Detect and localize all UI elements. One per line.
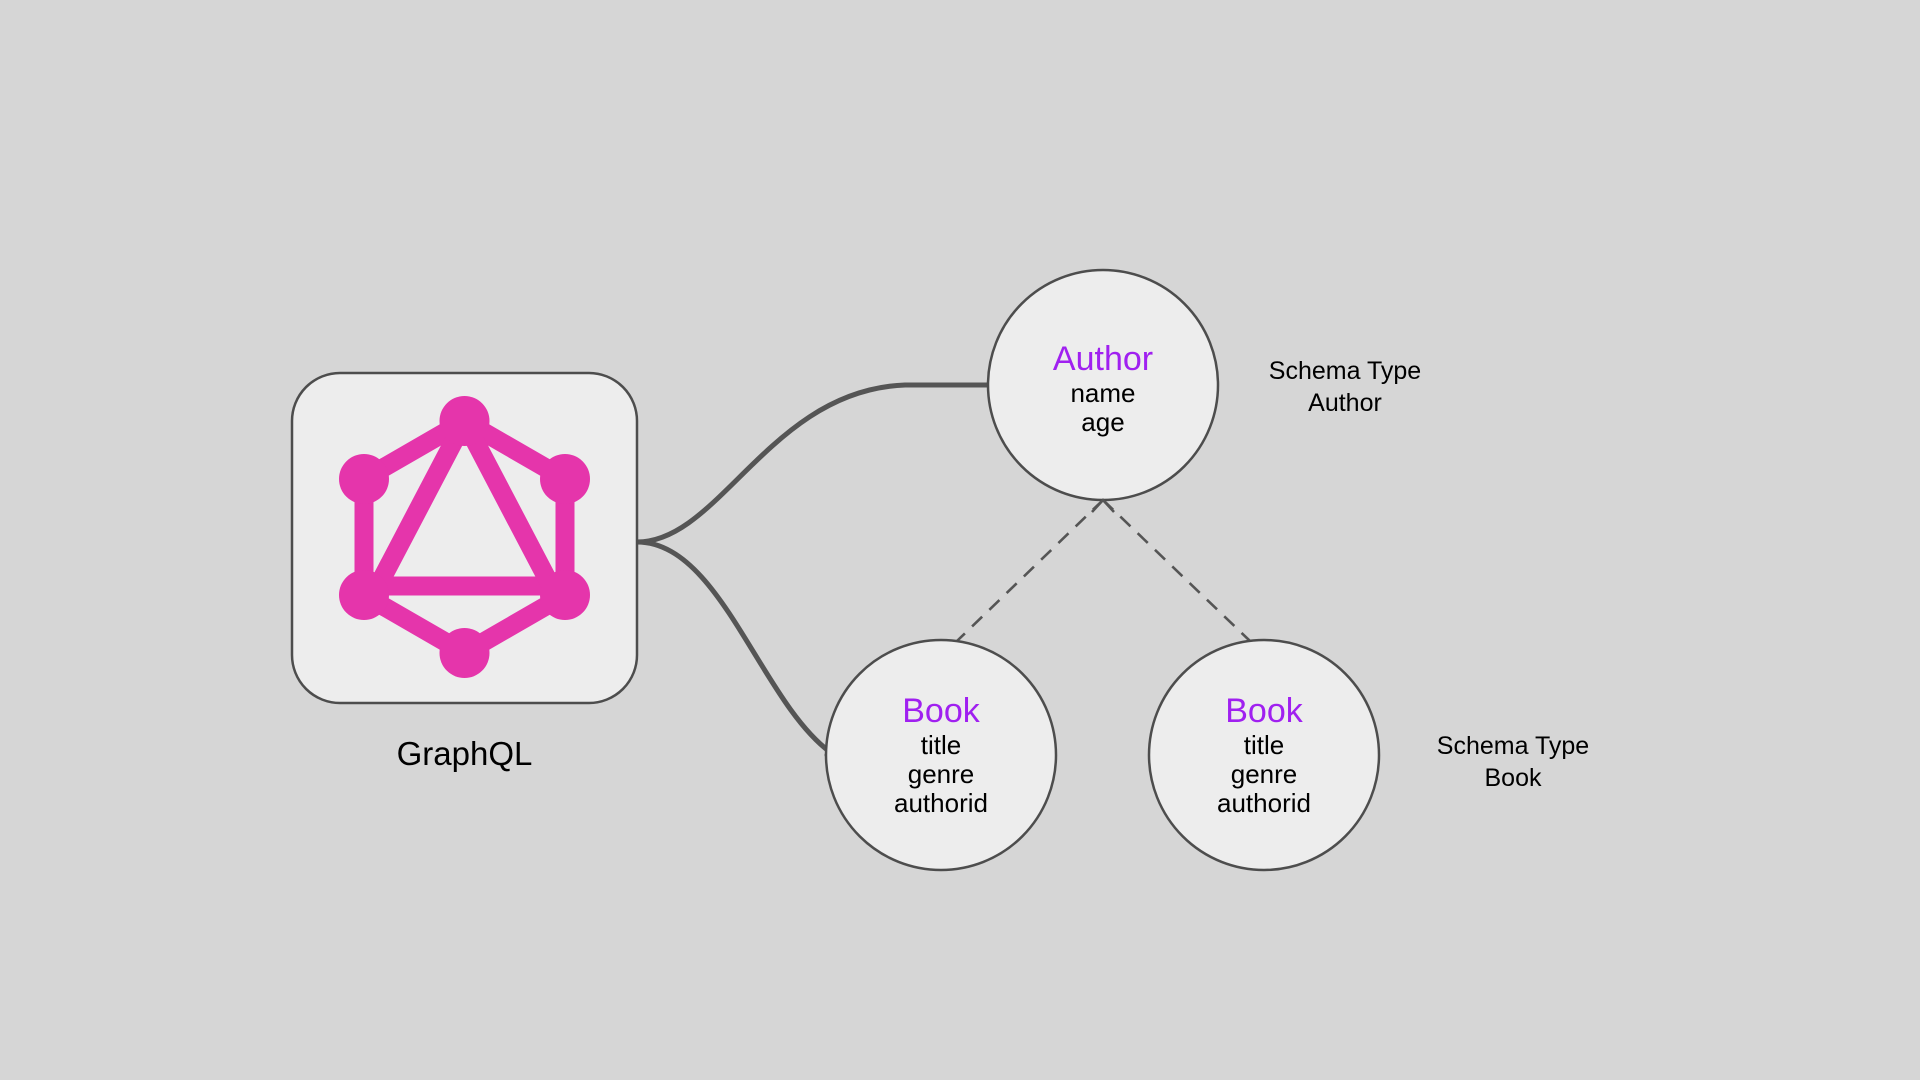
schema-node-author-field-0: name	[1070, 378, 1136, 409]
schema-node-book-2-circle[interactable]	[1147, 638, 1381, 872]
schema-node-book-1-field-1: genre	[907, 759, 975, 790]
edge-author-to-book-2	[1102, 499, 1251, 642]
schema-node-author-label: Author name age	[988, 340, 1218, 437]
dashed-join-marker	[1091, 498, 1115, 513]
graphql-logo-box	[290, 371, 639, 705]
schema-node-author-type-name: Author	[1052, 340, 1154, 378]
schema-node-book-1-field-0: title	[920, 730, 962, 761]
schema-node-book-2-field-1: genre	[1230, 759, 1298, 790]
caption-schema-type-book: Schema Type Book	[1373, 730, 1653, 794]
caption-schema-type-book-line-2: Book	[1484, 764, 1542, 792]
caption-schema-type-author-line-2: Author	[1308, 389, 1382, 417]
schema-node-book-1-type-name: Book	[902, 692, 980, 730]
caption-schema-type-author: Schema Type Author	[1205, 355, 1485, 419]
caption-schema-type-author-line-1: Schema Type	[1268, 357, 1422, 385]
schema-node-book-2-type-name: Book	[1225, 692, 1303, 730]
caption-schema-type-book-line-1: Schema Type	[1436, 732, 1590, 760]
schema-node-book-2-field-0: title	[1243, 730, 1285, 761]
schema-node-author-field-1: age	[1081, 407, 1125, 438]
edge-layer	[634, 382, 1251, 758]
edge-author-to-book-1	[956, 499, 1104, 642]
node-layer	[824, 268, 1381, 872]
schema-node-book-1-circle[interactable]	[824, 638, 1058, 872]
schema-node-book-1-field-2: authorid	[894, 788, 988, 819]
edge-graphql-to-book-1	[634, 539, 834, 758]
graphql-logo-label: GraphQL	[396, 735, 533, 772]
graphql-logo-group[interactable]	[290, 371, 639, 705]
schema-node-book-1-label: Book title genre authorid	[826, 692, 1056, 818]
schema-node-book-2-field-2: authorid	[1217, 788, 1311, 819]
graphql-hexagon-nodes	[339, 396, 590, 678]
schema-node-book-2-label: Book title genre authorid	[1149, 692, 1379, 818]
edge-graphql-to-author	[634, 382, 992, 545]
